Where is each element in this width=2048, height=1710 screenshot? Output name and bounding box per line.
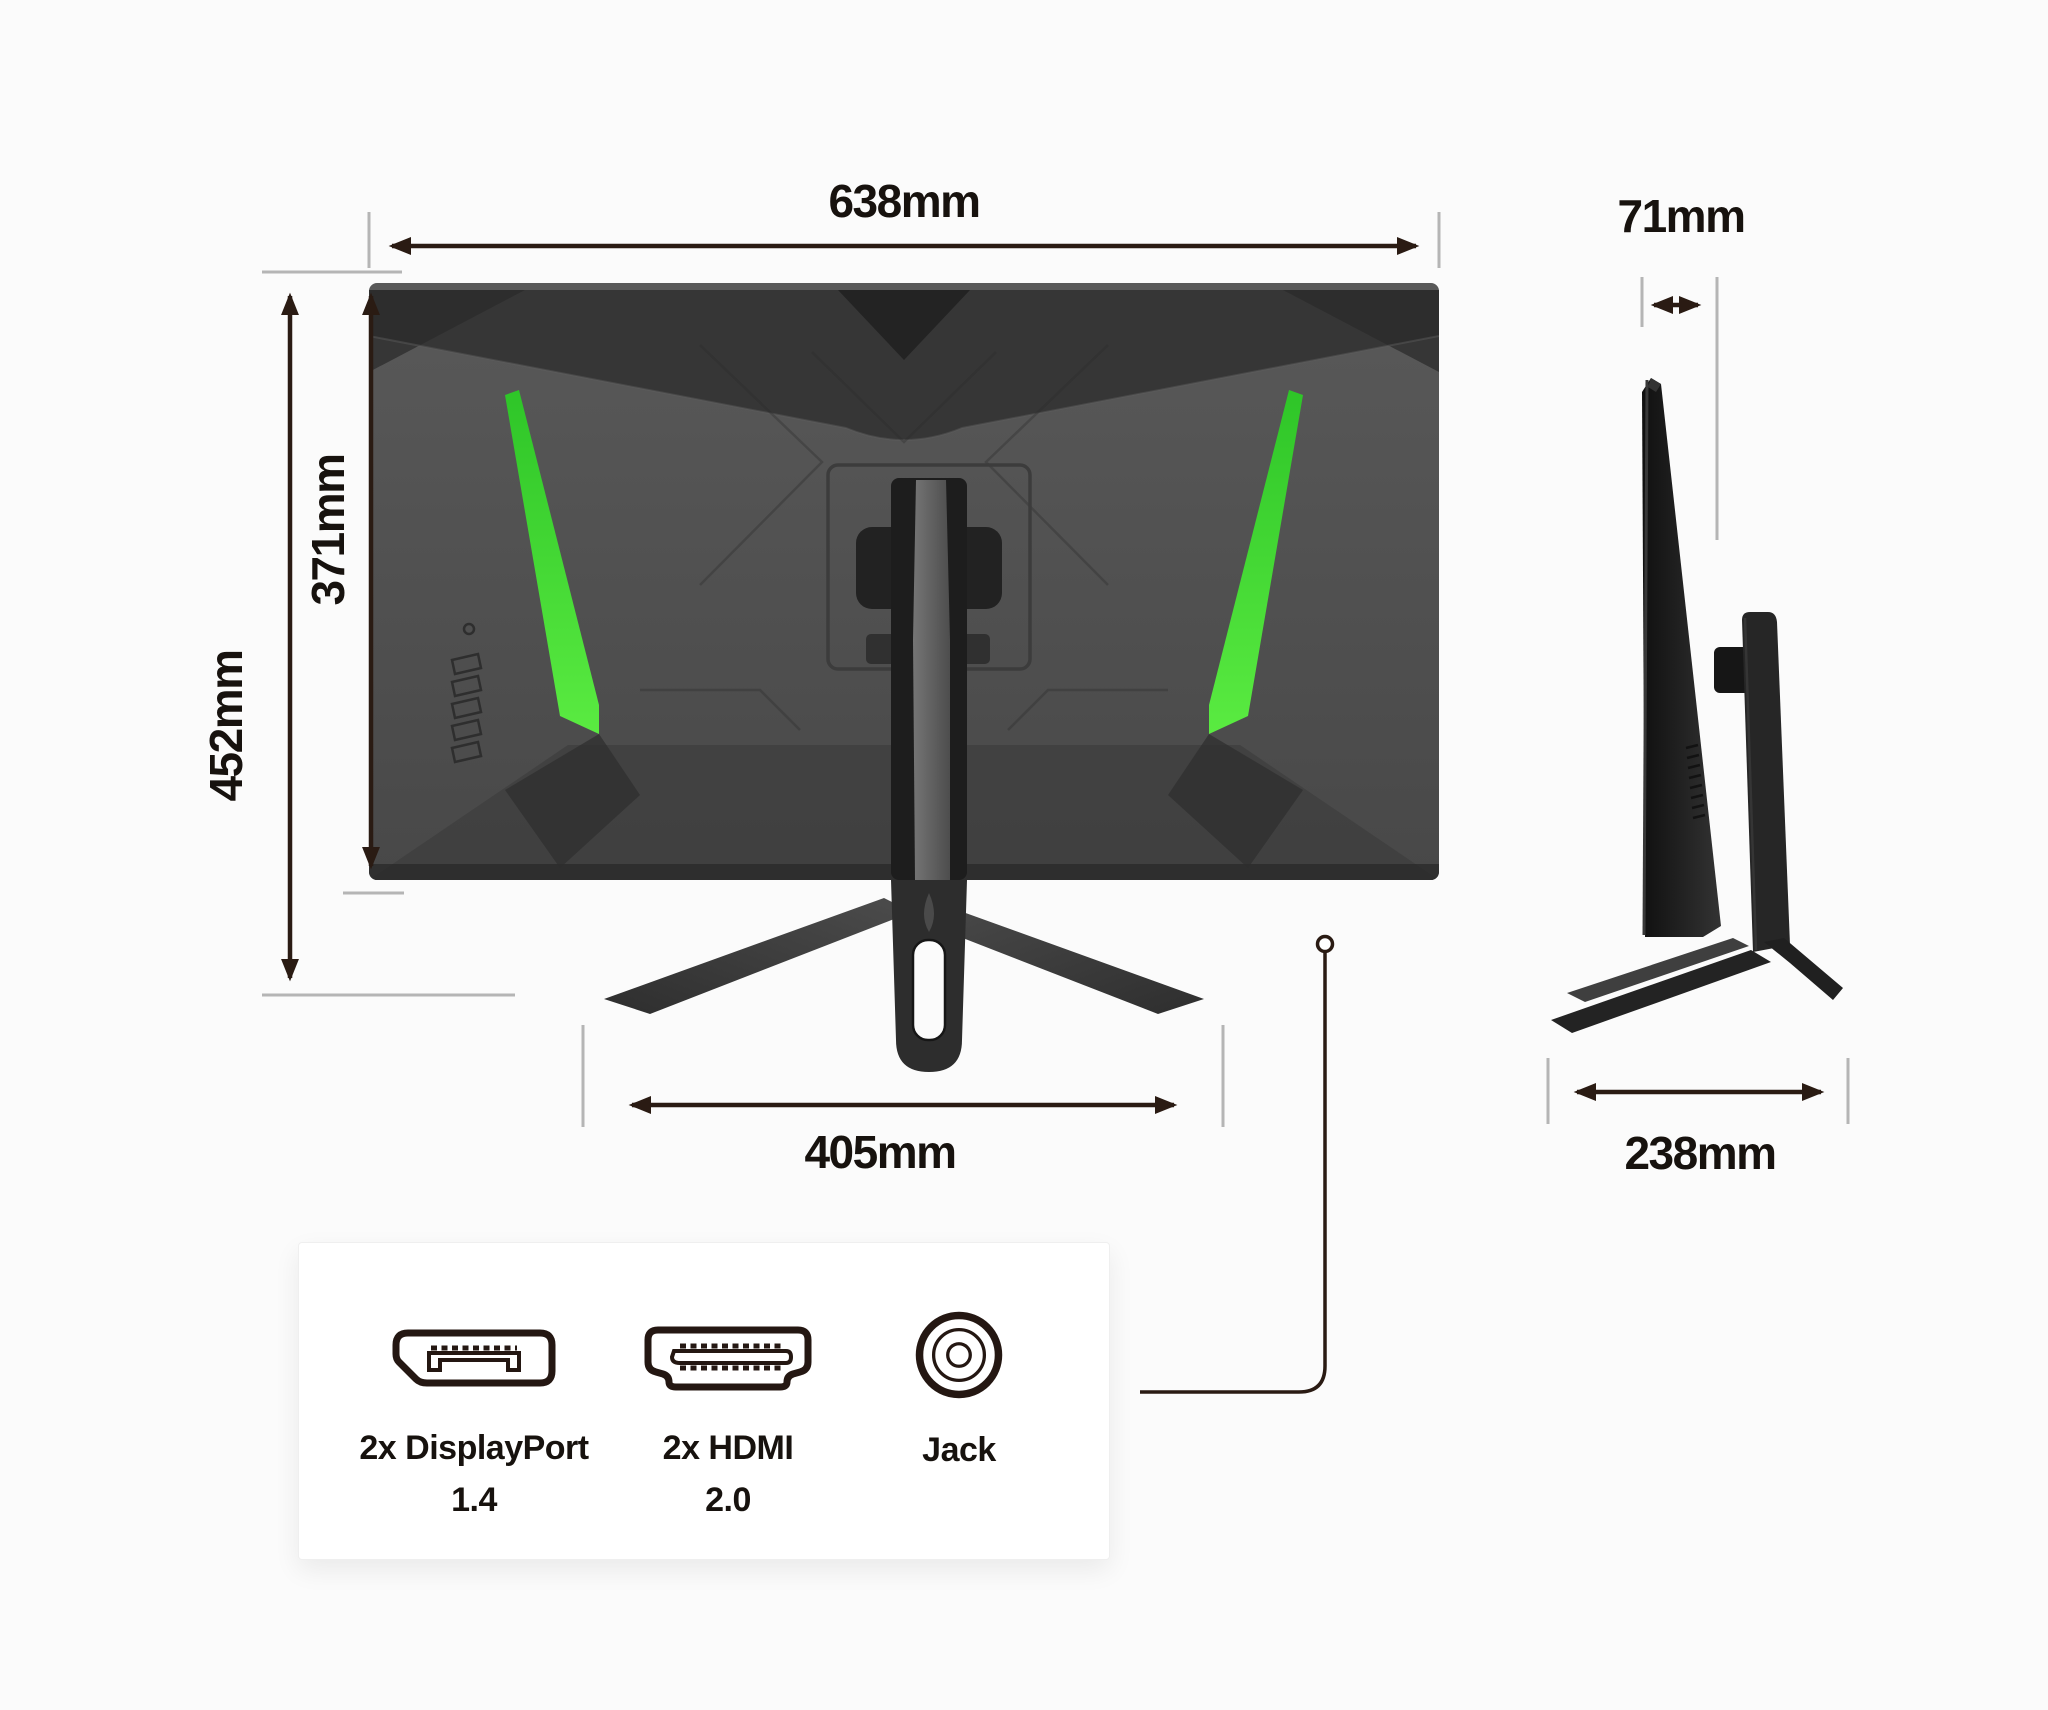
jack-column: Jack — [869, 1243, 1049, 1472]
hdmi-label: 2x HDMI — [662, 1429, 794, 1467]
displayport-column: 2x DisplayPort 1.4 — [354, 1243, 594, 1522]
back-width-label: 638mm — [828, 175, 981, 227]
displayport-version: 1.4 — [451, 1481, 497, 1520]
side-vents — [1685, 743, 1706, 820]
panel-height-label: 371mm — [302, 454, 354, 606]
stand-width-label: 405mm — [804, 1126, 957, 1178]
monitor-side-view — [1551, 378, 1843, 1033]
dimension-annotations — [262, 212, 1850, 1394]
monitor-back-view — [369, 283, 1439, 1072]
base-depth-label: 238mm — [1624, 1127, 1777, 1179]
osd-buttons — [450, 622, 483, 764]
hdmi-icon — [644, 1326, 812, 1391]
hdmi-version: 2.0 — [705, 1481, 751, 1520]
power-led-hole — [462, 622, 476, 636]
ports-callout-line — [1140, 934, 1335, 1394]
jack-icon — [915, 1311, 1003, 1399]
jack-label: Jack — [922, 1431, 996, 1469]
green-accent-right — [1209, 390, 1303, 734]
hdmi-column: 2x HDMI 2.0 — [608, 1243, 848, 1522]
depth-label: 71mm — [1617, 190, 1746, 242]
monitor-stand-back — [604, 880, 1204, 1072]
displayport-label: 2x DisplayPort — [359, 1429, 589, 1467]
green-accent-left — [505, 390, 599, 734]
displayport-icon — [392, 1329, 556, 1387]
total-height-label: 452mm — [200, 650, 252, 802]
connectivity-panel: 2x DisplayPort 1.4 2x HDMI 2.0 Jack — [298, 1242, 1110, 1560]
cable-routing-hole — [911, 938, 947, 1042]
